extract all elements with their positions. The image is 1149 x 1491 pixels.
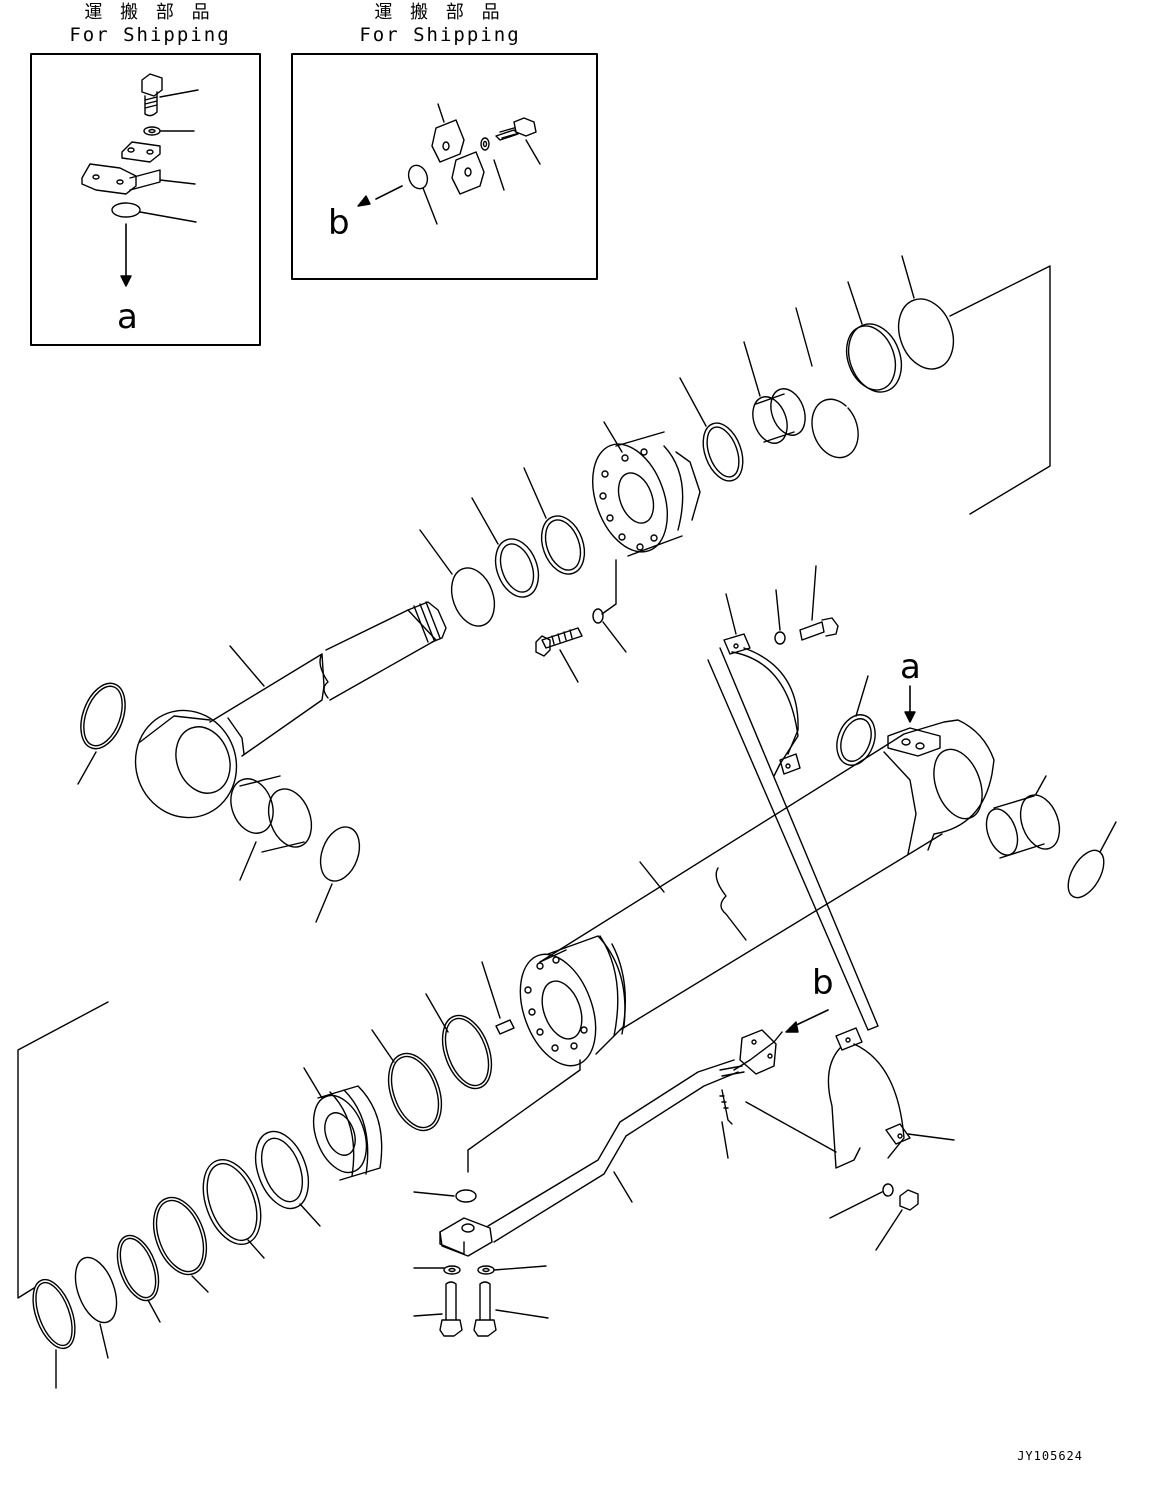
- clamp-band-icon: [724, 566, 838, 776]
- caption-right-en: For Shipping: [359, 24, 521, 46]
- top-leader-frame: [950, 266, 1050, 514]
- ref-letter-a-main: a: [900, 647, 921, 687]
- drawing-id: JY105624: [1017, 1449, 1083, 1463]
- box2-washer-icon: [481, 138, 489, 150]
- hydraulic-pipe-icon: [414, 1010, 828, 1256]
- cylinder-head-icon: [579, 422, 700, 562]
- rod-eye-parts: [73, 677, 367, 922]
- box-washer-icon: [144, 127, 194, 135]
- caption-left-en: For Shipping: [69, 24, 231, 46]
- right-box-parts: [358, 104, 540, 224]
- ref-letter-b-box: b: [328, 203, 350, 243]
- box2-split-flange-icon: [432, 104, 504, 194]
- left-box-parts: [82, 74, 198, 286]
- upper-seal-rings: [680, 256, 963, 486]
- shipping-box-right: [292, 54, 597, 279]
- ref-letter-b-main: b: [812, 963, 834, 1003]
- tube-ring-stack: [25, 962, 514, 1388]
- caption-left-jp: 運 搬 部 品: [84, 2, 216, 23]
- lower-clamp-icon: [708, 648, 954, 1250]
- head-rings: [420, 468, 592, 632]
- box-split-flange-icon: [82, 142, 195, 194]
- shipping-box-left: [31, 54, 260, 345]
- cylinder-tube-icon: [506, 720, 994, 1076]
- shipping-caption-left: 運 搬 部 品 For Shipping: [40, 2, 260, 46]
- tube-side-parts: [830, 676, 1116, 904]
- box-plug-icon: [112, 203, 196, 286]
- pipe-bolts: [414, 1266, 548, 1336]
- shipping-caption-right: 運 搬 部 品 For Shipping: [330, 2, 550, 46]
- caption-right-jp: 運 搬 部 品: [374, 2, 506, 23]
- box2-oring-icon: [405, 163, 437, 224]
- bottom-leader-frame: [18, 1002, 108, 1298]
- head-bolt-icon: [536, 560, 626, 682]
- ref-letter-a-box: a: [117, 297, 138, 337]
- box-bolt-icon: [142, 74, 198, 116]
- piston-rod-icon: [121, 602, 446, 832]
- box2-bolt-icon: [496, 118, 540, 164]
